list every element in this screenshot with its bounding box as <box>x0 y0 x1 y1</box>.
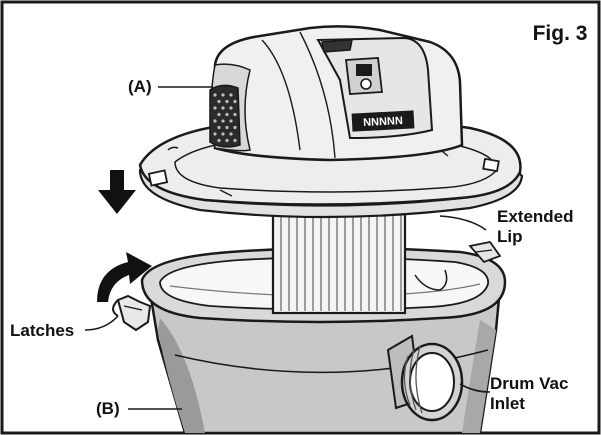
vent-hole <box>217 100 220 103</box>
vent-hole <box>221 132 224 135</box>
callout-drum-vac-inlet-line2: Inlet <box>490 394 525 413</box>
vent-hole <box>221 93 224 96</box>
cartridge-filter <box>273 205 405 313</box>
vent-hole <box>233 139 236 142</box>
callout-extended-lip-line1: Extended <box>497 207 574 226</box>
vent-hole <box>233 113 236 116</box>
callout-drum-vac-inlet-line1: Drum Vac <box>490 374 568 393</box>
vent-hole <box>225 100 228 103</box>
vent-hole <box>233 126 236 129</box>
lid-tab-left <box>149 170 167 185</box>
callout-extended-lip-line2: Lip <box>497 227 523 246</box>
power-switch-circle-icon <box>361 79 371 89</box>
vent-hole <box>233 100 236 103</box>
vent-hole <box>217 113 220 116</box>
vent-hole <box>221 106 224 109</box>
vent-hole <box>229 93 232 96</box>
callout-latches: Latches <box>10 321 74 340</box>
power-switch-icon <box>356 64 372 76</box>
callout-b: (B) <box>96 399 120 418</box>
vent-hole <box>225 126 228 129</box>
vent-hole <box>229 106 232 109</box>
vent-hole <box>229 132 232 135</box>
vent-hole <box>221 119 224 122</box>
vent-hole <box>213 93 216 96</box>
handle-slot <box>322 40 352 52</box>
vent-hole <box>213 119 216 122</box>
vent-hole <box>217 139 220 142</box>
callout-a: (A) <box>128 77 152 96</box>
figure-label: Fig. 3 <box>533 22 588 45</box>
lid-tab-right <box>483 159 499 171</box>
vent-hole <box>225 113 228 116</box>
vent-hole <box>217 126 220 129</box>
brand-badge-text: NNNNN <box>363 115 403 129</box>
vent-hole <box>213 106 216 109</box>
vent-hole <box>225 139 228 142</box>
vent-hole <box>213 132 216 135</box>
vent-hole <box>229 119 232 122</box>
